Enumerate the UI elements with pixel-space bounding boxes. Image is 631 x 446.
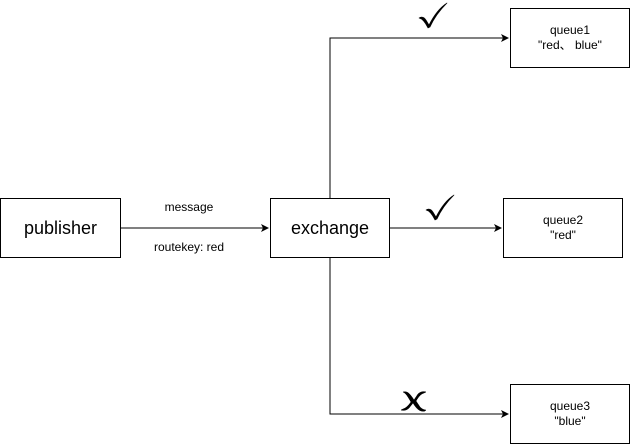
check-mark-icon	[425, 194, 455, 221]
queue1-node: queue1 "red、 blue"	[510, 8, 630, 68]
message-label: message	[164, 200, 214, 214]
publisher-node: publisher	[0, 198, 121, 258]
exchange-node: exchange	[270, 198, 390, 258]
queue3-binding-keys: "blue"	[554, 414, 586, 428]
queue2-name: queue2	[542, 213, 584, 227]
exchange-label: exchange	[290, 218, 370, 238]
queue3-name: queue3	[549, 399, 591, 413]
edge-exchange-queue3	[329, 258, 509, 418]
edge-exchange-queue1	[329, 34, 509, 198]
queue2-node: queue2 "red"	[503, 198, 623, 258]
queue1-name: queue1	[549, 23, 591, 37]
check-mark-icon	[418, 2, 448, 29]
queue2-binding-keys: "red"	[550, 228, 576, 242]
queue1-binding-keys: "red、 blue"	[538, 38, 602, 52]
publisher-label: publisher	[23, 218, 98, 238]
routekey-label: routekey: red	[153, 240, 225, 254]
queue3-node: queue3 "blue"	[510, 384, 630, 444]
x-mark-icon	[400, 391, 427, 412]
